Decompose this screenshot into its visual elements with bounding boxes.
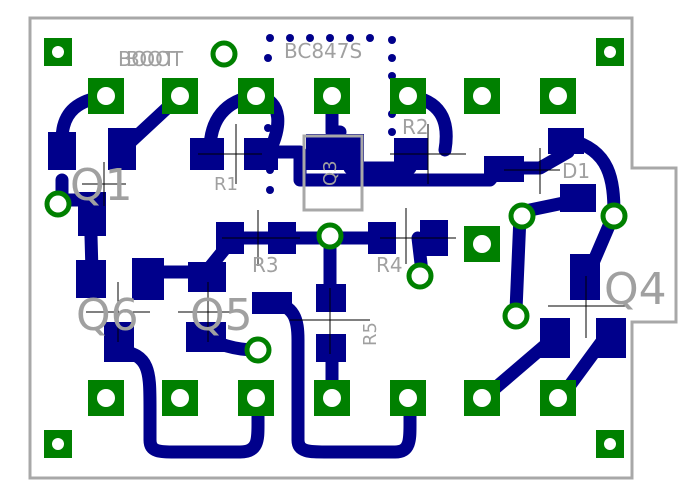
label-boot: BOOT [118, 47, 176, 71]
label-bc847s: BC847S [284, 39, 362, 63]
crosshair-markers [82, 124, 626, 354]
label-r2: R2 [402, 115, 429, 139]
board-outline [28, 16, 678, 480]
label-d1: D1 [562, 159, 590, 183]
square-pads [44, 38, 624, 458]
label-q6: Q6 [76, 290, 139, 341]
label-r1: R1 [214, 174, 238, 195]
label-q1: Q1 [70, 160, 133, 211]
label-r5: R5 [360, 322, 381, 346]
label-q5: Q5 [190, 290, 253, 341]
label-q4: Q4 [604, 264, 667, 315]
round-pads [44, 40, 628, 364]
smd-pads [48, 128, 626, 362]
label-r3: R3 [252, 253, 279, 277]
q3-outline [302, 134, 364, 212]
silkscreen-labels: BOOT BOOT BC847S Q1 R1 R2 D1 R3 R4 Q6 Q5… [70, 39, 667, 346]
label-boot-overlay: BOOT [126, 47, 184, 71]
label-q3: Q3 [320, 160, 341, 186]
label-r4: R4 [376, 253, 403, 277]
